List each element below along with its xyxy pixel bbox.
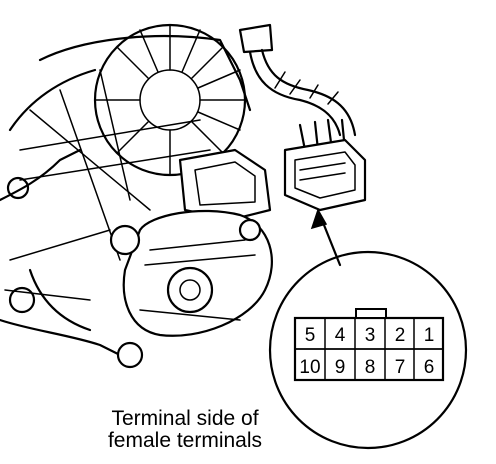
terminal-pin-label: 1 <box>424 325 435 346</box>
terminal-pin-label: 2 <box>395 325 406 346</box>
range-switch-body <box>109 148 273 369</box>
harness-connector <box>283 138 367 212</box>
connector-detail-circle <box>268 250 468 450</box>
transmission-housing <box>0 34 252 362</box>
locking-tab <box>355 308 387 319</box>
wire-harness <box>238 23 357 152</box>
caption-line-2: female terminals <box>107 429 263 452</box>
terminal-pin-label: 4 <box>335 325 346 346</box>
caption-line-1: Terminal side of <box>111 407 259 430</box>
gear-wheel <box>93 23 247 177</box>
terminal-face: 5 4 3 2 1 10 9 8 7 6 <box>293 308 445 382</box>
terminal-pin-label: 3 <box>365 325 376 346</box>
terminal-pin-label: 8 <box>365 357 376 378</box>
terminal-pin-label: 10 <box>299 357 320 378</box>
terminal-pin-label: 9 <box>335 357 346 378</box>
terminal-pin-label: 5 <box>305 325 316 346</box>
diagram-caption: Terminal side of female terminals <box>60 408 310 452</box>
terminal-pin-label: 7 <box>395 357 406 378</box>
terminal-pin-label: 6 <box>424 357 435 378</box>
